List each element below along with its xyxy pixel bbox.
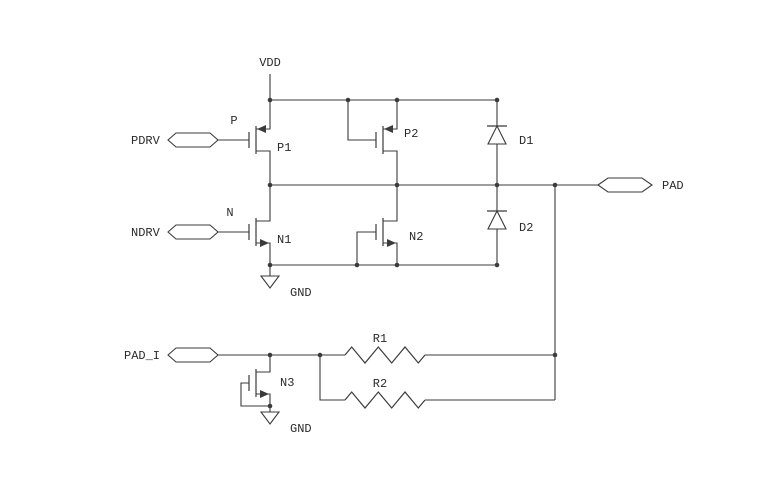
port-ndrv: NDRV <box>131 224 219 240</box>
gate-input-wires <box>218 139 249 233</box>
mosfet-body-icon <box>248 369 257 397</box>
diode-triangle-icon <box>487 209 507 230</box>
resistor-zigzag-icon <box>344 346 426 364</box>
device-label: D2 <box>519 221 533 235</box>
junction-dot <box>494 97 500 103</box>
transistor-n2: N2 <box>375 218 423 247</box>
device-label: R1 <box>373 332 387 346</box>
vdd-net-wires <box>256 74 498 141</box>
device-label: N2 <box>409 230 423 244</box>
port-ndrv-label: NDRV <box>131 226 161 240</box>
resistor-r2: R2 <box>344 377 426 409</box>
net-label-n: N <box>226 206 233 220</box>
junction-dot <box>345 97 351 103</box>
port-pdrv: PDRV <box>131 132 219 148</box>
mosfet-body-icon <box>375 126 384 154</box>
diode-triangle-icon <box>487 124 507 145</box>
pad-i-wires <box>218 354 345 401</box>
port-pad: PAD <box>597 177 684 193</box>
junction-dot <box>267 352 273 358</box>
device-label: D1 <box>519 134 533 148</box>
port-symbol-icon <box>167 347 219 363</box>
junction-dot <box>267 262 273 268</box>
transistor-p1: P1 <box>248 125 291 155</box>
pmos-arrow-icon <box>257 125 266 133</box>
junction-dot <box>494 262 500 268</box>
diode-d1: D1 <box>487 124 533 148</box>
transistor-n1: N1 <box>248 218 291 247</box>
pmos-arrow-icon <box>384 125 393 133</box>
device-label: R2 <box>373 377 387 391</box>
junction-dot <box>494 182 500 188</box>
gnd-label: GND <box>290 422 312 436</box>
junction-dot <box>354 262 360 268</box>
junction-dot <box>552 352 558 358</box>
ground-triangle-icon <box>259 411 281 425</box>
junction-dot <box>394 262 400 268</box>
net-label-p: P <box>230 114 237 128</box>
pad-net-wires <box>256 144 598 401</box>
gnd-symbol-top: GND <box>259 275 312 300</box>
resistor-zigzag-icon <box>344 391 426 409</box>
port-pad-label: PAD <box>662 179 684 193</box>
gnd-net-wires <box>240 229 498 412</box>
port-symbol-icon <box>167 132 219 148</box>
junction-dot <box>317 352 323 358</box>
device-label: N1 <box>277 233 291 247</box>
junction-dot <box>267 182 273 188</box>
device-label: N3 <box>280 376 294 390</box>
device-label: P1 <box>277 141 291 155</box>
port-symbol-icon <box>167 224 219 240</box>
nmos-arrow-icon <box>387 239 396 247</box>
diode-d2: D2 <box>487 209 533 235</box>
resistor-r1: R1 <box>344 332 426 364</box>
ground-triangle-icon <box>259 275 281 289</box>
vdd-symbol: VDD <box>259 56 281 70</box>
nmos-arrow-icon <box>260 239 269 247</box>
port-pdrv-label: PDRV <box>131 134 161 148</box>
gnd-label: GND <box>290 286 312 300</box>
transistor-n3: N3 <box>248 369 294 398</box>
port-pad-i: PAD_I <box>124 347 219 363</box>
mosfet-body-icon <box>248 126 257 154</box>
mosfet-body-icon <box>375 218 384 246</box>
junction-dot <box>394 97 400 103</box>
port-pad-i-label: PAD_I <box>124 349 160 363</box>
gnd-symbol-bottom: GND <box>259 411 312 436</box>
device-label: P2 <box>404 127 418 141</box>
nmos-arrow-icon <box>260 390 269 398</box>
junction-dot <box>394 182 400 188</box>
junction-dots <box>267 97 558 409</box>
junction-dot <box>267 403 273 409</box>
transistor-p2: P2 <box>375 125 418 154</box>
junction-dot <box>552 182 558 188</box>
vdd-label: VDD <box>259 56 281 70</box>
mosfet-body-icon <box>248 218 257 246</box>
port-symbol-icon <box>597 177 653 193</box>
junction-dot <box>267 97 273 103</box>
